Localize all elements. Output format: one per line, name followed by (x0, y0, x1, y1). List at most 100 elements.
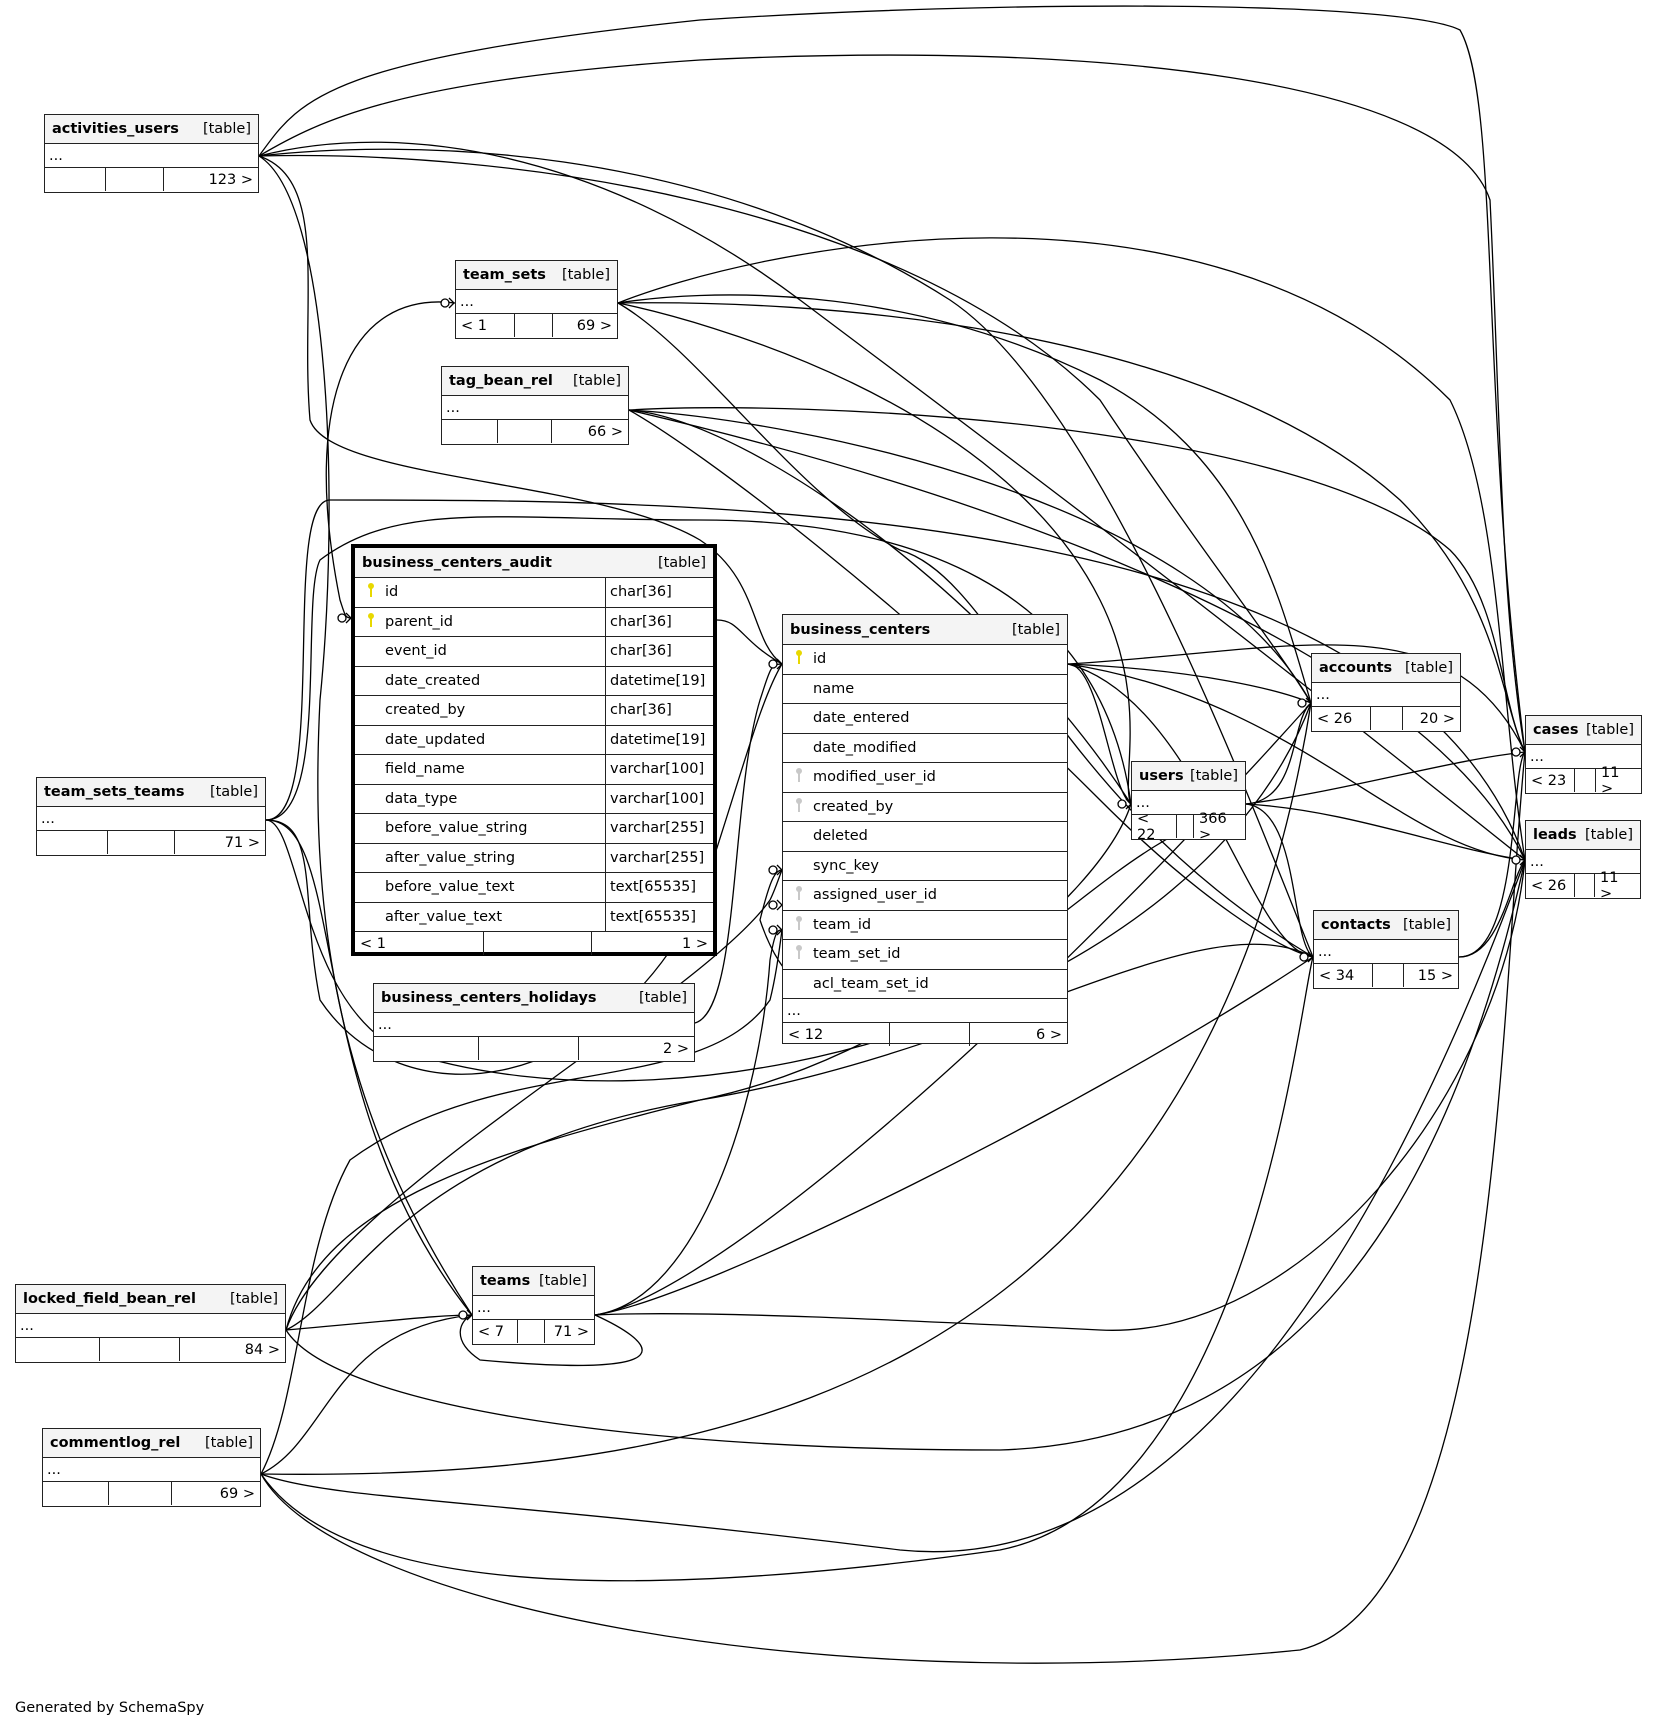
optional-cardinality-marker (1297, 698, 1307, 708)
column-row[interactable]: date_entered (783, 704, 1067, 734)
parents-count[interactable]: < 22 (1137, 810, 1156, 843)
parents-count[interactable]: < 12 (788, 1026, 824, 1043)
table-locked-field-bean-rel[interactable]: locked_field_bean_rel[table] ... 84 > (15, 1284, 286, 1363)
foreign-key-icon (795, 797, 803, 813)
column-row[interactable]: name (783, 675, 1067, 704)
table-commentlog-rel[interactable]: commentlog_rel[table] ... 69 > (42, 1428, 261, 1507)
column-row[interactable]: deleted (783, 822, 1067, 852)
children-count[interactable]: 69 > (552, 314, 617, 337)
children-count[interactable]: 1 > (591, 932, 713, 955)
columns-ellipsis: ... (43, 1458, 260, 1482)
relationship-line (594, 929, 783, 1316)
parents-count[interactable]: < 26 (1317, 710, 1353, 727)
parents-count[interactable] (16, 1338, 99, 1361)
column-row[interactable]: modified_user_id (783, 763, 1067, 793)
table-business-centers-holidays[interactable]: business_centers_holidays[table] ... 2 > (373, 983, 695, 1062)
parents-count[interactable] (43, 1482, 108, 1505)
children-count[interactable]: 71 > (174, 831, 265, 854)
children-count[interactable]: 366 > (1193, 811, 1245, 843)
children-count[interactable]: 2 > (578, 1037, 694, 1060)
column-name: created_by (385, 702, 466, 719)
children-count[interactable]: 71 > (544, 1320, 594, 1343)
relationship-line (617, 302, 1132, 805)
children-count[interactable]: 6 > (969, 1023, 1067, 1046)
column-row[interactable]: sync_key (783, 852, 1067, 881)
parents-count[interactable]: < 1 (461, 317, 487, 334)
parents-count[interactable] (442, 420, 497, 443)
column-row[interactable]: team_set_id (783, 940, 1067, 970)
column-type: varchar[255] (605, 814, 713, 843)
children-count[interactable]: 15 > (1403, 964, 1458, 987)
optional-cardinality-marker (1511, 747, 1521, 757)
relationship-line (265, 516, 1132, 821)
table-type: [table] (1404, 660, 1453, 676)
parents-count[interactable] (45, 168, 105, 191)
column-name: sync_key (813, 857, 879, 874)
children-count[interactable]: 123 > (163, 168, 258, 191)
optional-cardinality-marker (440, 298, 450, 308)
column-row[interactable]: assigned_user_id (783, 881, 1067, 911)
optional-cardinality-marker (768, 865, 778, 875)
parents-count[interactable]: < 7 (478, 1323, 504, 1340)
table-type: [table] (229, 1291, 278, 1307)
column-row[interactable]: date_modified (783, 734, 1067, 763)
column-row[interactable]: acl_team_set_id (783, 970, 1067, 999)
children-count[interactable]: 11 > (1595, 765, 1641, 797)
key-slot (361, 612, 381, 632)
parents-count[interactable]: < 26 (1531, 877, 1567, 894)
column-row[interactable]: team_id (783, 911, 1067, 940)
column-name-cell: parent_id (355, 608, 605, 637)
parents-count[interactable]: < 1 (360, 935, 386, 952)
columns-ellipsis: ... (1314, 940, 1458, 964)
children-count[interactable]: 84 > (179, 1338, 285, 1361)
relationship-line (285, 859, 1526, 1451)
column-name: field_name (385, 761, 465, 778)
children-count[interactable]: 11 > (1594, 870, 1640, 902)
relationship-line (1067, 644, 1526, 753)
column-row[interactable]: created_by (783, 793, 1067, 822)
parents-count[interactable]: < 23 (1531, 772, 1567, 789)
key-slot (789, 885, 809, 905)
relationship-line (1245, 803, 1314, 958)
column-name: event_id (385, 643, 447, 660)
column-name: team_set_id (813, 946, 901, 963)
column-row[interactable]: id (783, 645, 1067, 675)
table-tag-bean-rel[interactable]: tag_bean_rel[table] ... 66 > (441, 366, 629, 445)
parents-count[interactable]: < 34 (1319, 967, 1355, 984)
table-team-sets-teams[interactable]: team_sets_teams[table] ... 71 > (36, 777, 266, 856)
relationship-line (459, 1314, 643, 1367)
table-type: [table] (657, 554, 706, 571)
table-type: [table] (1189, 768, 1238, 784)
children-count[interactable]: 69 > (171, 1482, 260, 1505)
table-name: tag_bean_rel (449, 373, 553, 389)
parents-count[interactable] (37, 831, 107, 854)
children-count[interactable]: 66 > (551, 420, 628, 443)
column-name: acl_team_set_id (813, 975, 929, 992)
table-type: [table] (202, 121, 251, 137)
children-count[interactable]: 20 > (1402, 707, 1460, 730)
parents-count[interactable] (374, 1037, 478, 1060)
table-activities-users[interactable]: activities_users[table] ... 123 > (44, 114, 259, 193)
foreign-key-icon (795, 885, 803, 901)
